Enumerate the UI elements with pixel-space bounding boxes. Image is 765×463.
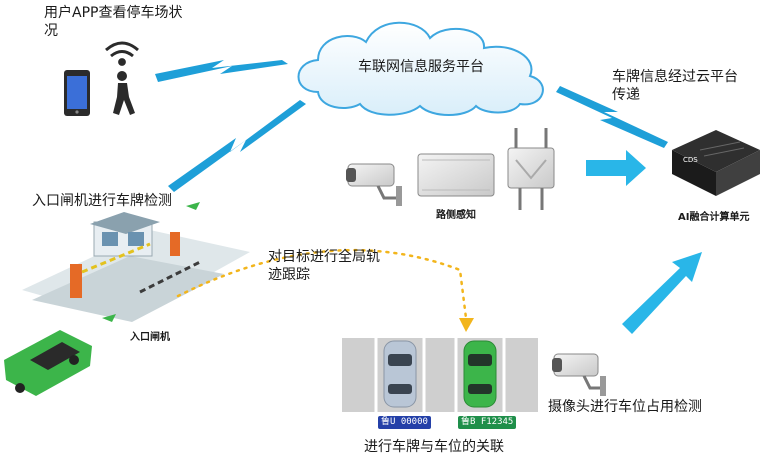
entrance-gate-icon xyxy=(22,202,250,322)
label-tracking: 对目标进行全局轨迹跟踪 xyxy=(268,249,380,283)
tracking-path xyxy=(176,248,468,320)
label-roadside: 路侧感知 xyxy=(436,210,476,221)
bolt-cloud-ai xyxy=(556,86,668,148)
label-cloud-platform: 车联网信息服务平台 xyxy=(358,59,484,75)
parked-silver-car-icon xyxy=(383,340,417,408)
label-user-app: 用户APP查看停车场状况 xyxy=(44,5,183,39)
parking-camera-icon xyxy=(552,353,606,396)
label-association: 进行车牌与车位的关联 xyxy=(364,439,504,455)
walking-person-icon xyxy=(113,71,135,115)
green-car-icon xyxy=(4,330,92,396)
parking-area xyxy=(342,338,538,412)
bolt-app-cloud xyxy=(155,60,288,82)
wifi-icon xyxy=(105,41,139,66)
ai-box-brand: CDS xyxy=(683,156,698,164)
tracking-arrowhead xyxy=(459,318,474,332)
label-gate-detect: 入口闸机进行车牌检测 xyxy=(32,193,172,209)
roadside-camera-icon xyxy=(346,163,402,206)
bolt-gate-cloud xyxy=(168,100,306,192)
antenna-unit-icon xyxy=(507,128,555,210)
parked-green-car-icon xyxy=(463,340,497,408)
label-ai-unit: AI融合计算单元 xyxy=(678,212,750,223)
smartphone-icon xyxy=(64,70,90,116)
radar-sensor-icon xyxy=(417,153,495,197)
ai-computing-unit-icon: CDS xyxy=(672,130,760,196)
arrow-roadside-to-ai xyxy=(586,150,646,186)
arrow-parking-to-ai xyxy=(622,252,702,334)
cloud-platform-icon xyxy=(297,21,544,116)
plate-blue: 鲁U 00000 xyxy=(378,416,431,429)
label-gate: 入口闸机 xyxy=(130,332,170,343)
wireless-links xyxy=(155,60,668,192)
plate-green: 鲁B F12345 xyxy=(458,416,517,429)
label-camera-detect: 摄像头进行车位占用检测 xyxy=(548,399,702,415)
label-plate-cloud: 车牌信息经过云平台传递 xyxy=(612,69,738,103)
